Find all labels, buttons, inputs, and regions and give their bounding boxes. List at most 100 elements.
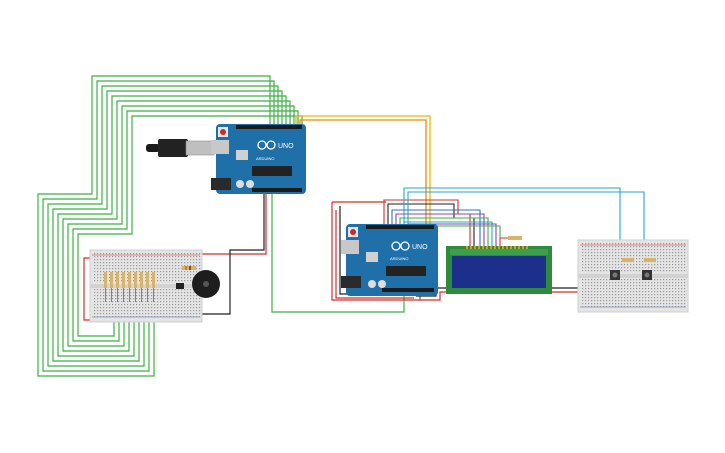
breadboard-hole	[612, 252, 614, 254]
breadboard-hole	[130, 298, 132, 300]
breadboard-hole	[139, 277, 141, 279]
breadboard-hole	[127, 316, 129, 318]
breadboard-hole	[657, 252, 659, 254]
breadboard-hole	[648, 252, 650, 254]
breadboard-hole	[175, 280, 177, 282]
breadboard-hole	[603, 306, 605, 308]
breadboard-hole	[145, 277, 147, 279]
breadboard-hole	[193, 256, 195, 258]
breadboard-hole	[654, 270, 656, 272]
breadboard-hole	[657, 291, 659, 293]
breadboard-hole	[184, 271, 186, 273]
breadboard-hole	[636, 300, 638, 302]
breadboard-hole	[127, 274, 129, 276]
breadboard-hole	[181, 271, 183, 273]
breadboard-hole	[172, 316, 174, 318]
breadboard-hole	[199, 256, 201, 258]
breadboard-hole	[618, 297, 620, 299]
breadboard-hole	[124, 295, 126, 297]
breadboard-hole	[585, 306, 587, 308]
breadboard-hole	[124, 310, 126, 312]
breadboard-hole	[133, 253, 135, 255]
breadboard-hole	[124, 307, 126, 309]
breadboard-hole	[121, 268, 123, 270]
breadboard-hole	[621, 291, 623, 293]
breadboard-hole	[169, 292, 171, 294]
breadboard-hole	[636, 279, 638, 281]
breadboard-hole	[154, 292, 156, 294]
breadboard-hole	[97, 301, 99, 303]
breadboard-hole	[190, 274, 192, 276]
breadboard-hole	[109, 268, 111, 270]
green-wire-bundle	[37, 75, 405, 377]
breadboard-hole	[588, 288, 590, 290]
lcd-pin	[482, 246, 484, 249]
breadboard-hole	[100, 262, 102, 264]
breadboard-hole	[109, 307, 111, 309]
breadboard-hole	[651, 288, 653, 290]
breadboard-hole	[645, 297, 647, 299]
breadboard-hole	[190, 289, 192, 291]
arduino-uno-2[interactable]: UNO ARDUINO	[341, 224, 438, 296]
breadboard-hole	[190, 298, 192, 300]
pushbutton-icon[interactable]	[610, 270, 620, 280]
breadboard-hole	[672, 258, 674, 260]
breadboard-hole	[94, 265, 96, 267]
breadboard-hole	[100, 292, 102, 294]
breadboard-hole	[151, 259, 153, 261]
arduino-uno-1[interactable]: UNO ARDUINO	[146, 124, 306, 194]
breadboard-hole	[675, 252, 677, 254]
lcd-pin	[470, 246, 472, 249]
breadboard-hole	[591, 282, 593, 284]
breadboard-hole	[666, 306, 668, 308]
breadboard-hole	[133, 268, 135, 270]
breadboard-hole	[130, 310, 132, 312]
breadboard-hole	[127, 280, 129, 282]
breadboard-hole	[118, 259, 120, 261]
breadboard-hole	[600, 249, 602, 251]
breadboard-hole	[657, 288, 659, 290]
breadboard-hole	[130, 301, 132, 303]
breadboard-hole	[124, 313, 126, 315]
breadboard-hole	[651, 303, 653, 305]
breadboard-hole	[639, 267, 641, 269]
breadboard-hole	[609, 288, 611, 290]
breadboard-hole	[606, 264, 608, 266]
breadboard-hole	[178, 259, 180, 261]
breadboard-hole	[166, 256, 168, 258]
breadboard-hole	[115, 307, 117, 309]
breadboard-hole	[106, 304, 108, 306]
breadboard-hole	[621, 249, 623, 251]
breadboard-hole	[169, 262, 171, 264]
breadboard-hole	[633, 303, 635, 305]
breadboard-hole	[169, 271, 171, 273]
breadboard-hole	[585, 300, 587, 302]
breadboard-hole	[94, 256, 96, 258]
breadboard-hole	[681, 297, 683, 299]
breadboard-hole	[139, 256, 141, 258]
breadboard-hole	[606, 291, 608, 293]
breadboard-hole	[160, 304, 162, 306]
breadboard-hole	[648, 282, 650, 284]
breadboard-hole	[178, 313, 180, 315]
breadboard-hole	[678, 267, 680, 269]
breadboard-hole	[160, 316, 162, 318]
breadboard-hole	[600, 303, 602, 305]
breadboard-hole	[651, 255, 653, 257]
breadboard-hole	[678, 306, 680, 308]
breadboard-hole	[145, 262, 147, 264]
breadboard-hole	[654, 267, 656, 269]
breadboard-hole	[609, 285, 611, 287]
breadboard-hole	[178, 280, 180, 282]
breadboard-hole	[172, 310, 174, 312]
breadboard-hole	[666, 261, 668, 263]
pushbutton-icon[interactable]	[642, 270, 652, 280]
breadboard-hole	[582, 297, 584, 299]
breadboard-hole	[615, 300, 617, 302]
breadboard-hole	[588, 243, 590, 245]
breadboard-hole	[657, 270, 659, 272]
breadboard-hole	[627, 306, 629, 308]
breadboard-hole	[94, 292, 96, 294]
resistor-icon	[182, 266, 196, 270]
breadboard-hole	[166, 268, 168, 270]
